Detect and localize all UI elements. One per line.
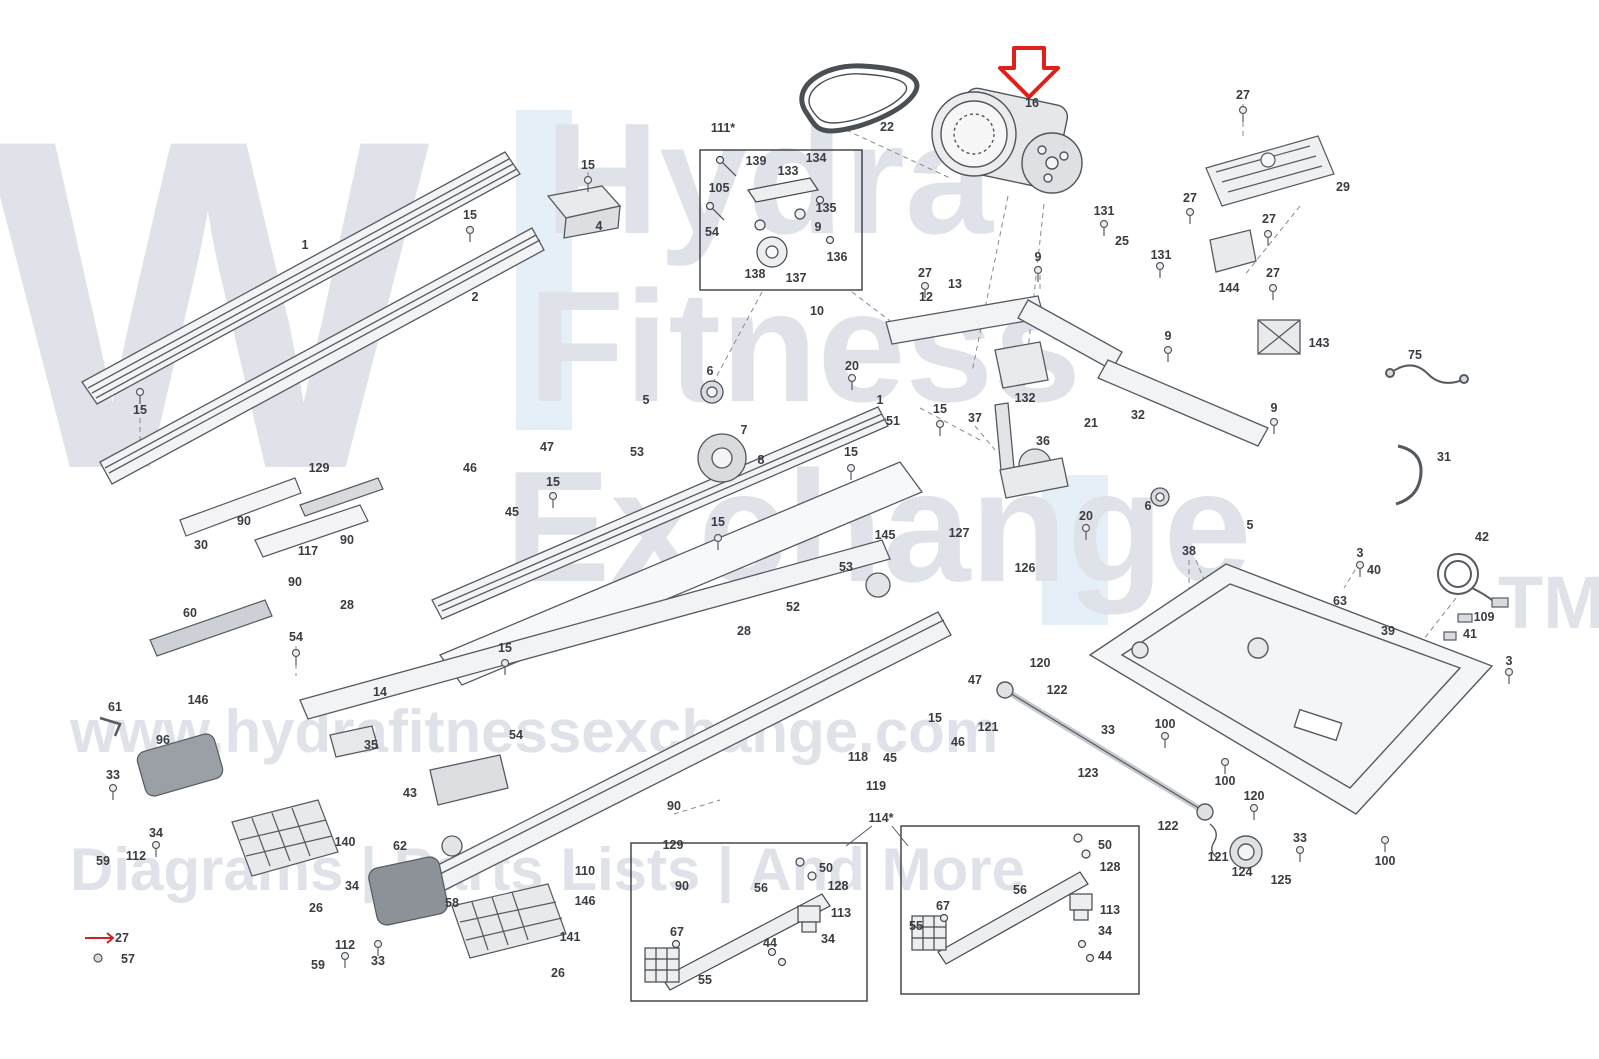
watermark-url: www.hydrafitnessexchange.com: [70, 698, 999, 765]
watermark-blue-accent: [1042, 475, 1108, 625]
left-brackets: [149, 477, 384, 657]
inset-leaders: [845, 825, 909, 847]
right-frame: [885, 229, 1301, 499]
watermark-logo: W: [0, 42, 430, 567]
deck-and-rails: [299, 406, 952, 891]
incline-assembly: [996, 681, 1263, 869]
watermark-trademark: TM: [1498, 561, 1599, 644]
inset-box-111: [699, 149, 863, 291]
watermark-brand-line2: Fitness: [528, 259, 1082, 435]
inset-box-b: [900, 825, 1140, 995]
rollers: [697, 380, 1170, 507]
bottom-left-parts: [85, 716, 567, 963]
electronics-board: [1205, 135, 1335, 207]
top-left-rails: [81, 151, 622, 485]
drive-belt: [799, 63, 920, 134]
inset-box-a: [630, 842, 868, 1002]
drive-motor: [931, 87, 1083, 194]
watermark-blue-accent: [516, 110, 572, 430]
highlight-arrow-icon: [998, 46, 1060, 99]
cables: [1385, 364, 1509, 641]
base-pan: [1088, 563, 1494, 815]
watermark-brand-line1: Hydra: [545, 91, 993, 267]
